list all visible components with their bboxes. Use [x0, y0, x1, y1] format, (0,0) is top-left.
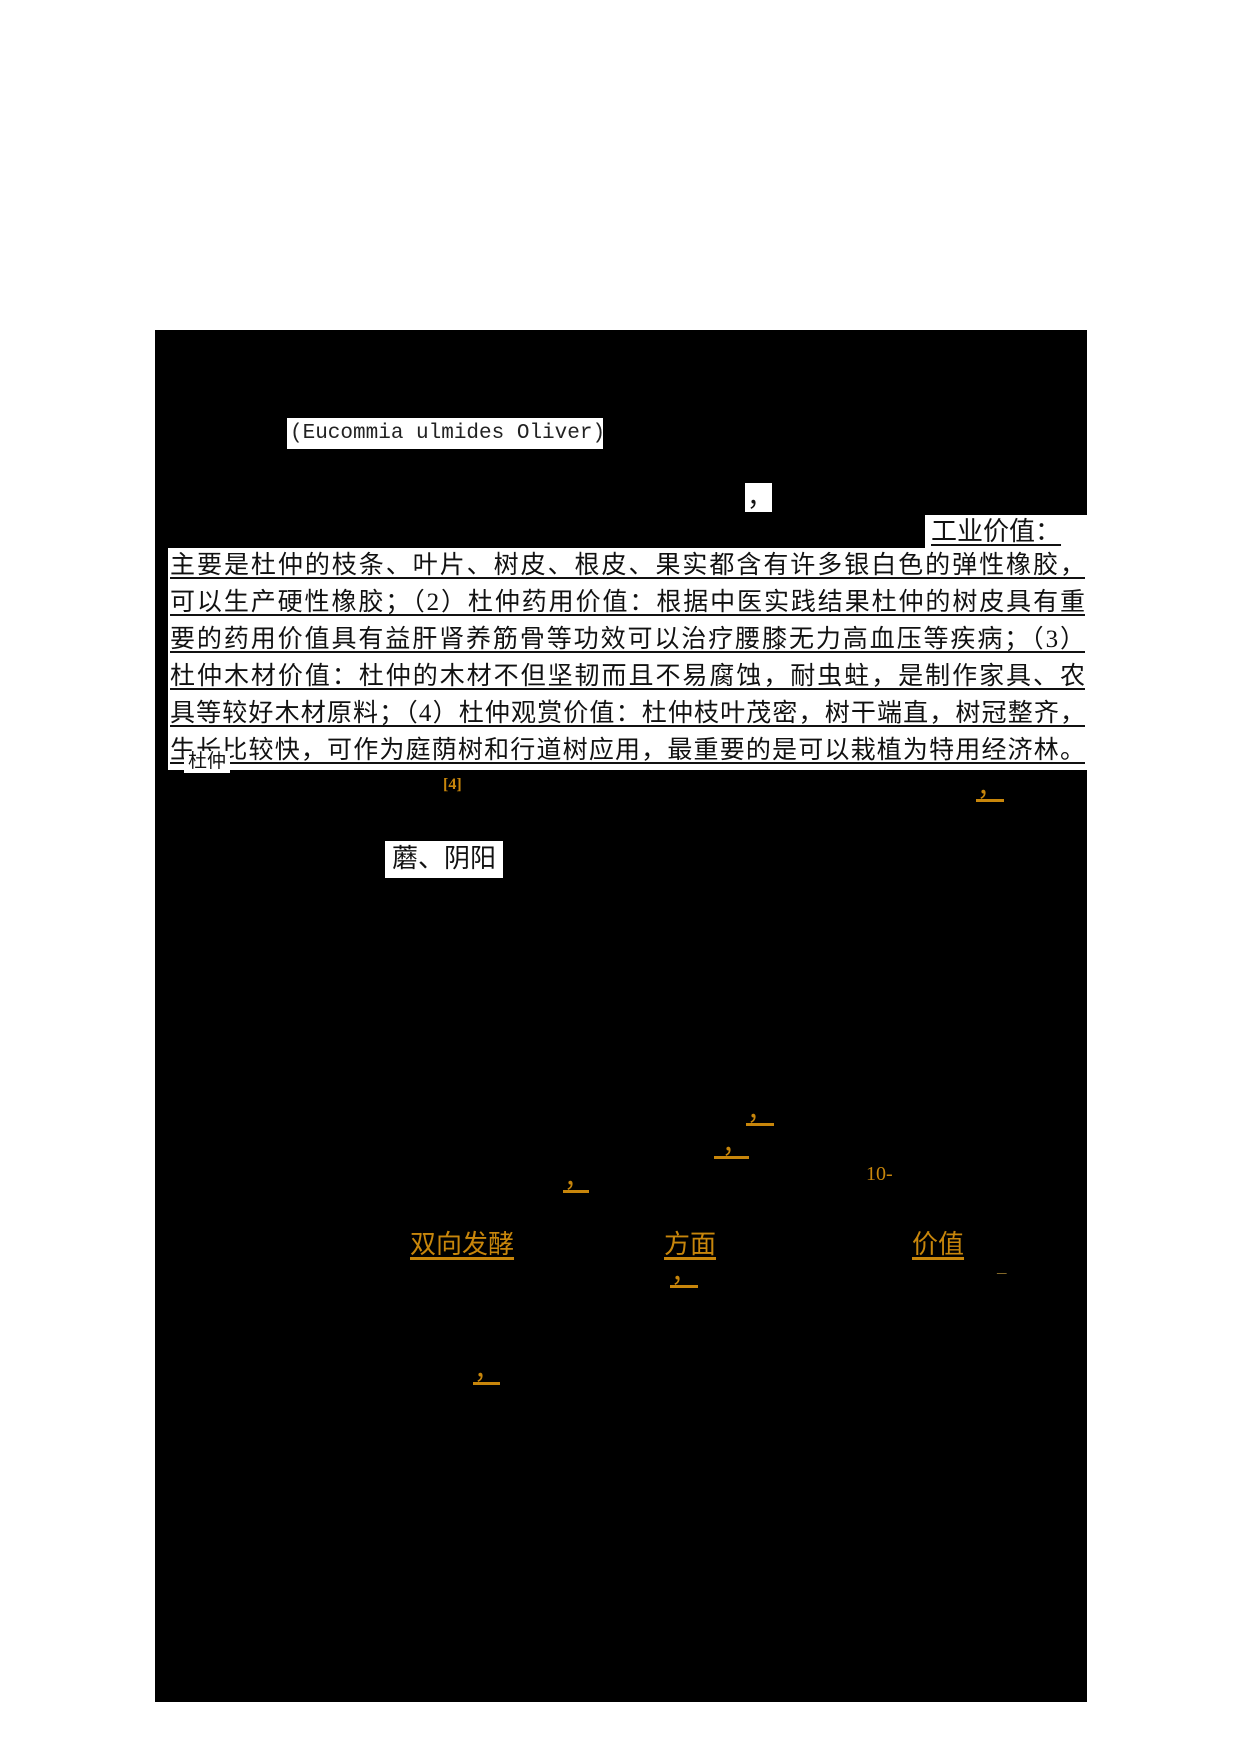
paragraph-line: 生长比较快，可作为庭荫树和行道树应用，最重要的是可以栽植为特用经济林。	[168, 733, 1087, 770]
highlight-mo-yinyang-label: 蘑、阴阳	[385, 841, 504, 878]
highlight-duzhong-label: 杜仲	[184, 751, 231, 773]
comma-glyph: ，	[747, 1097, 774, 1126]
underlined-comma-fragment: ，	[714, 1130, 749, 1159]
comma-glyph: ，	[564, 1164, 591, 1193]
underlined-comma-fragment: ，	[746, 1097, 774, 1126]
citation-marker: [4]	[443, 776, 462, 793]
comma-glyph: ，	[977, 773, 1004, 802]
paragraph-line: 主要是杜仲的枝条、叶片、树皮、根皮、果实都含有许多银白色的弹性橡胶，	[168, 548, 1087, 585]
bidirectional-fermentation-label: 双向发酵	[410, 1230, 515, 1259]
value-label: 价值	[912, 1230, 965, 1259]
underlined-comma-fragment: ，	[473, 1356, 501, 1385]
aspect-label: 方面	[664, 1230, 717, 1259]
highlight-paragraph: 主要是杜仲的枝条、叶片、树皮、根皮、果实都含有许多银白色的弹性橡胶， 可以生产硬…	[168, 548, 1087, 770]
underlined-comma-fragment: ，	[976, 773, 1004, 802]
highlight-latin-name: (Eucommia ulmides Oliver)	[287, 418, 605, 449]
underlined-comma-fragment: ，	[670, 1259, 698, 1288]
comma-glyph: ，	[722, 1130, 749, 1159]
dim-dash-fragment: –	[997, 1262, 1007, 1283]
paragraph-line: 要的药用价值具有益肝肾养筋骨等功效可以治疗腰膝无力高血压等疾病；（3）	[168, 622, 1087, 659]
comma-glyph: ，	[474, 1356, 501, 1385]
paragraph-line: 可以生产硬性橡胶；（2）杜仲药用价值：根据中医实践结果杜仲的树皮具有重	[168, 585, 1087, 622]
highlight-comma: ，	[745, 483, 772, 512]
paragraph-line: 杜仲木材价值：杜仲的木材不但坚韧而且不易腐蚀，耐虫蛀，是制作家具、农	[168, 659, 1087, 696]
paragraph-line: 具等较好木材原料；（4）杜仲观赏价值：杜仲枝叶茂密，树干端直，树冠整齐，	[168, 696, 1087, 733]
ten-dash-fragment: 10-	[866, 1163, 893, 1185]
comma-glyph: ，	[671, 1259, 698, 1288]
underlined-comma-fragment: ，	[563, 1164, 591, 1193]
highlight-industrial-value-label: 工业价值：	[925, 515, 1087, 548]
